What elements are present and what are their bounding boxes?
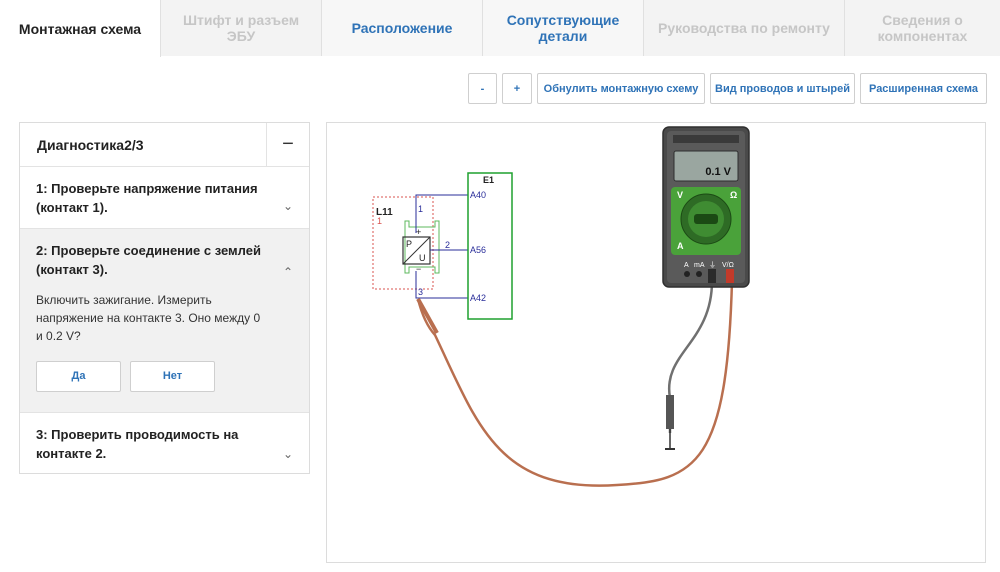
- jack-ma-label: mA: [694, 262, 705, 269]
- wiring-diagram-svg: L11 1 P U + − 1 2 3 E1 A40 A56 A42: [372, 126, 750, 487]
- multimeter-ohm-label: Ω: [730, 190, 737, 200]
- tab-related-parts[interactable]: Сопутствующие детали: [483, 0, 644, 56]
- multimeter-dial-pointer: [694, 214, 718, 224]
- black-probe-cable: [667, 280, 714, 433]
- tab-bar: Монтажная схема Штифт и разъем ЭБУ Распо…: [0, 0, 1000, 57]
- zoom-out-button[interactable]: -: [468, 73, 497, 104]
- l11-label: L11: [376, 207, 393, 218]
- multimeter-brand-strip: [673, 135, 739, 143]
- red-plug: [726, 269, 734, 283]
- connector-a40: A40: [470, 190, 486, 200]
- jack-v-label: V/Ω: [722, 262, 734, 269]
- diagnostics-header: Диагностика2/3 −: [20, 122, 309, 167]
- connector-a56: A56: [470, 245, 486, 255]
- jack-ma[interactable]: [696, 271, 702, 277]
- multimeter-reading: 0.1 V: [705, 166, 731, 178]
- wires-pins-view-button[interactable]: Вид проводов и штырей: [710, 73, 855, 104]
- diagnostics-panel: Диагностика2/3 − 1: Проверьте напряжение…: [19, 122, 310, 474]
- wire-pin3-a42: [415, 271, 468, 299]
- tab-ecu-pins[interactable]: Штифт и разъем ЭБУ: [161, 0, 322, 56]
- chevron-down-icon: ⌄: [282, 447, 293, 461]
- wiring-diagram-canvas[interactable]: L11 1 P U + − 1 2 3 E1 A40 A56 A42: [326, 122, 986, 563]
- diagnostic-step-3[interactable]: 3: Проверить проводимость на контакте 2.…: [20, 413, 309, 473]
- collapse-button[interactable]: −: [266, 122, 309, 167]
- multimeter-a-label: A: [677, 241, 684, 251]
- step-2-description: Включить зажигание. Измерить напряжение …: [36, 293, 261, 343]
- zoom-in-button[interactable]: +: [502, 73, 532, 104]
- multimeter-display: [673, 150, 739, 182]
- l11-index: 1: [377, 216, 382, 226]
- jack-a-label: A: [684, 262, 689, 269]
- l11-outline: [372, 196, 434, 290]
- answer-buttons: Да Нет: [36, 361, 269, 392]
- step-2-label: 2: Проверьте соединение с землей (контак…: [36, 243, 261, 277]
- red-probe-tip: [416, 298, 439, 334]
- jack-a[interactable]: [684, 271, 690, 277]
- yes-button[interactable]: Да: [36, 361, 121, 392]
- diagnostic-step-2[interactable]: 2: Проверьте соединение с землей (контак…: [20, 229, 309, 413]
- pin-1-label: 1: [418, 204, 423, 214]
- sensor-p-label: P: [406, 239, 412, 249]
- tab-location[interactable]: Расположение: [322, 0, 483, 56]
- extended-diagram-button[interactable]: Расширенная схема: [860, 73, 987, 104]
- reset-diagram-button[interactable]: Обнулить монтажную схему: [537, 73, 705, 104]
- connector-a42: A42: [470, 293, 486, 303]
- tab-component-info[interactable]: Сведения о компонентах: [845, 0, 1000, 56]
- e1-label: E1: [483, 175, 494, 185]
- step-1-label: 1: Проверьте напряжение питания (контакт…: [36, 181, 258, 215]
- sensor-minus: −: [416, 264, 421, 274]
- tab-wiring-diagram[interactable]: Монтажная схема: [0, 0, 161, 57]
- chevron-up-icon: ⌃: [282, 265, 293, 279]
- step-3-label: 3: Проверить проводимость на контакте 2.: [36, 427, 239, 461]
- sensor-housing: [404, 220, 440, 274]
- no-button[interactable]: Нет: [130, 361, 215, 392]
- diagnostics-title: Диагностика2/3: [37, 136, 144, 153]
- black-probe-handle: [666, 395, 674, 429]
- diagnostic-step-1[interactable]: 1: Проверьте напряжение питания (контакт…: [20, 167, 309, 229]
- e1-outline: [467, 172, 513, 320]
- tab-repair-manuals[interactable]: Руководства по ремонту: [644, 0, 845, 56]
- multimeter: 0.1 V V Ω A A mA ⏚ V/Ω: [662, 126, 750, 288]
- pin-3-label: 3: [418, 287, 423, 297]
- multimeter-v-label: V: [677, 190, 683, 200]
- black-plug: [708, 269, 716, 283]
- chevron-down-icon: ⌄: [282, 199, 293, 213]
- sensor-u-label: U: [419, 253, 426, 263]
- wire-pin1-a40: [415, 194, 468, 233]
- pin-2-label: 2: [445, 240, 450, 250]
- sensor-diagonal: [402, 236, 431, 265]
- sensor-plus: +: [416, 227, 421, 237]
- red-probe-cable: [416, 280, 734, 487]
- jack-com-label: ⏚: [709, 261, 716, 269]
